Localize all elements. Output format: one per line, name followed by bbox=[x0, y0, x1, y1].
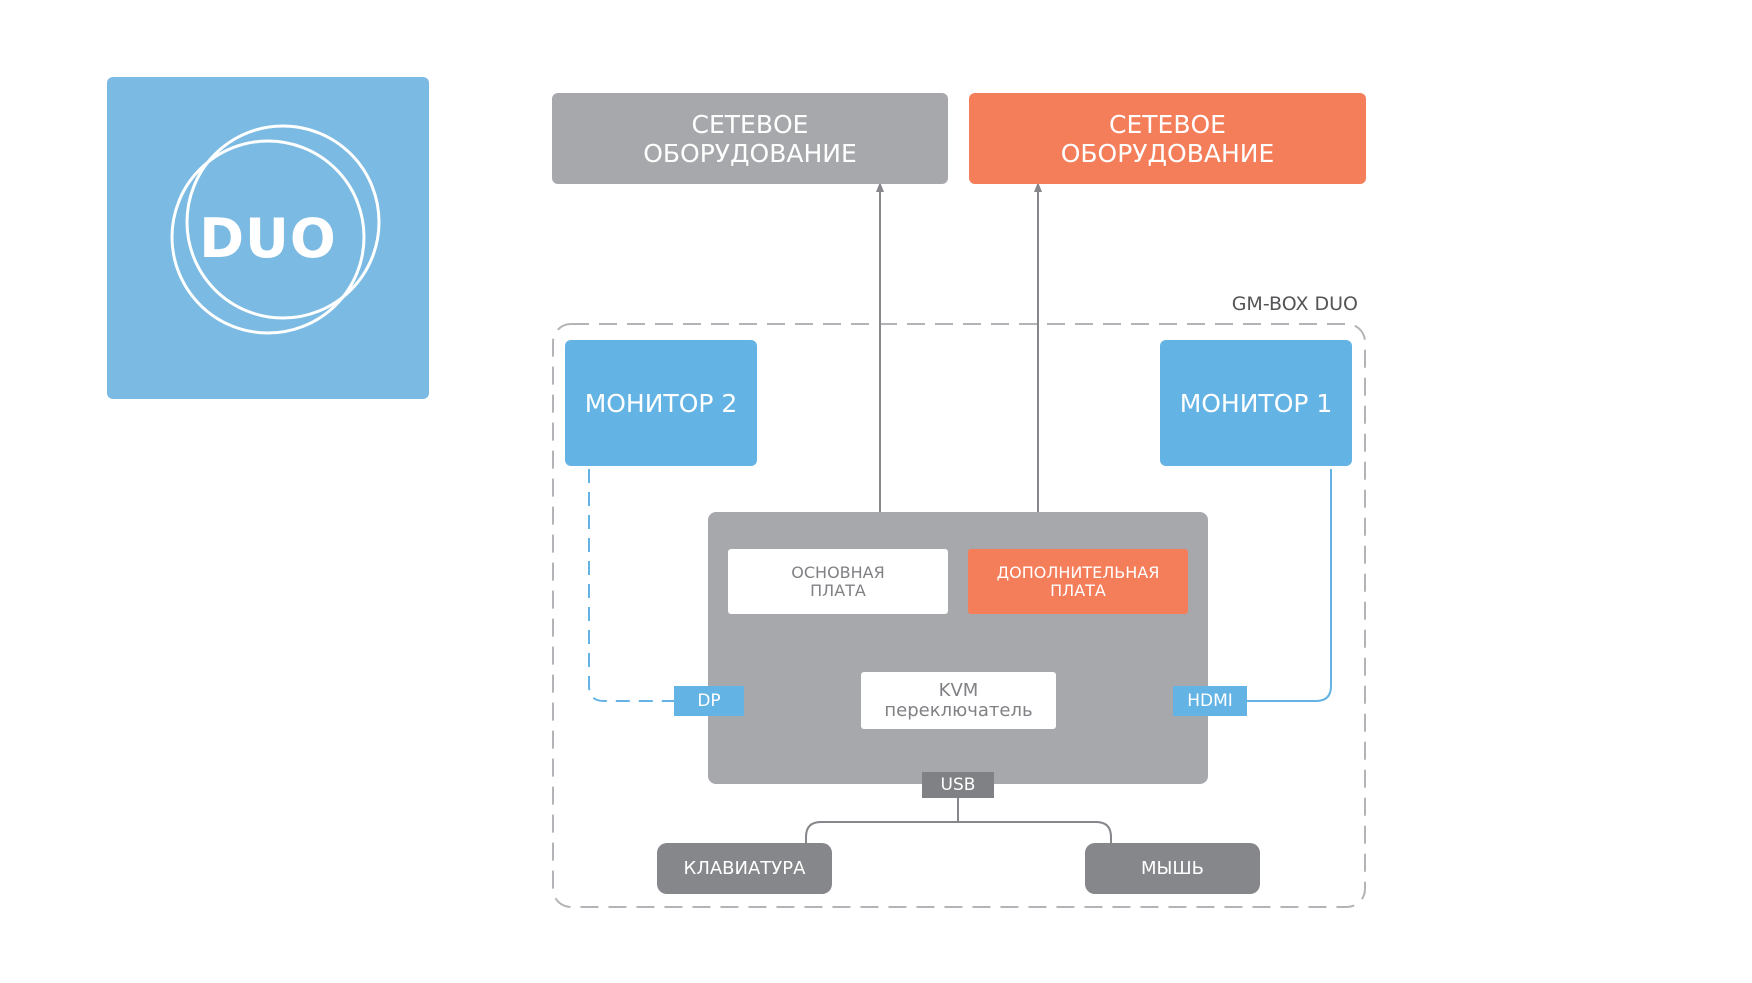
extra-board: ДОПОЛНИТЕЛЬНАЯ ПЛАТА bbox=[968, 549, 1188, 614]
main-board-line2: ПЛАТА bbox=[810, 580, 866, 600]
enclosure-label: GM-BOX DUO bbox=[1231, 293, 1358, 315]
monitor-1: МОНИТОР 1 bbox=[1160, 340, 1352, 466]
network-equipment-extra: СЕТЕВОЕ ОБОРУДОВАНИЕ bbox=[969, 93, 1366, 184]
kvm-switch: KVM переключатель bbox=[861, 672, 1056, 729]
monitor2-dp-line bbox=[588, 469, 674, 702]
network-equipment-main: СЕТЕВОЕ ОБОРУДОВАНИЕ bbox=[552, 93, 948, 184]
extra-board-line1: ДОПОЛНИТЕЛЬНАЯ bbox=[996, 562, 1160, 582]
kvm-line1: KVM bbox=[938, 679, 979, 701]
main-board: ОСНОВНАЯ ПЛАТА bbox=[728, 549, 948, 614]
network-main-line1: СЕТЕВОЕ bbox=[691, 109, 809, 139]
extra-board-line2: ПЛАТА bbox=[1050, 580, 1106, 600]
network-extra-line2: ОБОРУДОВАНИЕ bbox=[1060, 138, 1275, 168]
logo-text: DUO bbox=[199, 206, 337, 270]
enclosure-border bbox=[552, 323, 1366, 908]
kvm-line2: переключатель bbox=[884, 699, 1033, 721]
network-extra-line1: СЕТЕВОЕ bbox=[1109, 109, 1226, 139]
main-board-line1: ОСНОВНАЯ bbox=[791, 562, 885, 582]
mouse: МЫШЬ bbox=[1085, 843, 1260, 894]
monitor1-hdmi-line bbox=[1247, 469, 1332, 702]
monitor-2: МОНИТОР 2 bbox=[565, 340, 757, 466]
port-dp: DP bbox=[674, 686, 744, 716]
keyboard: КЛАВИАТУРА bbox=[657, 843, 832, 894]
logo-circles-icon bbox=[170, 124, 381, 335]
port-usb: USB bbox=[922, 772, 994, 798]
duo-logo: DUO bbox=[107, 77, 429, 399]
network-main-line2: ОБОРУДОВАНИЕ bbox=[643, 138, 857, 168]
usb-tree-line bbox=[805, 798, 1112, 843]
port-hdmi: HDMI bbox=[1173, 686, 1247, 716]
